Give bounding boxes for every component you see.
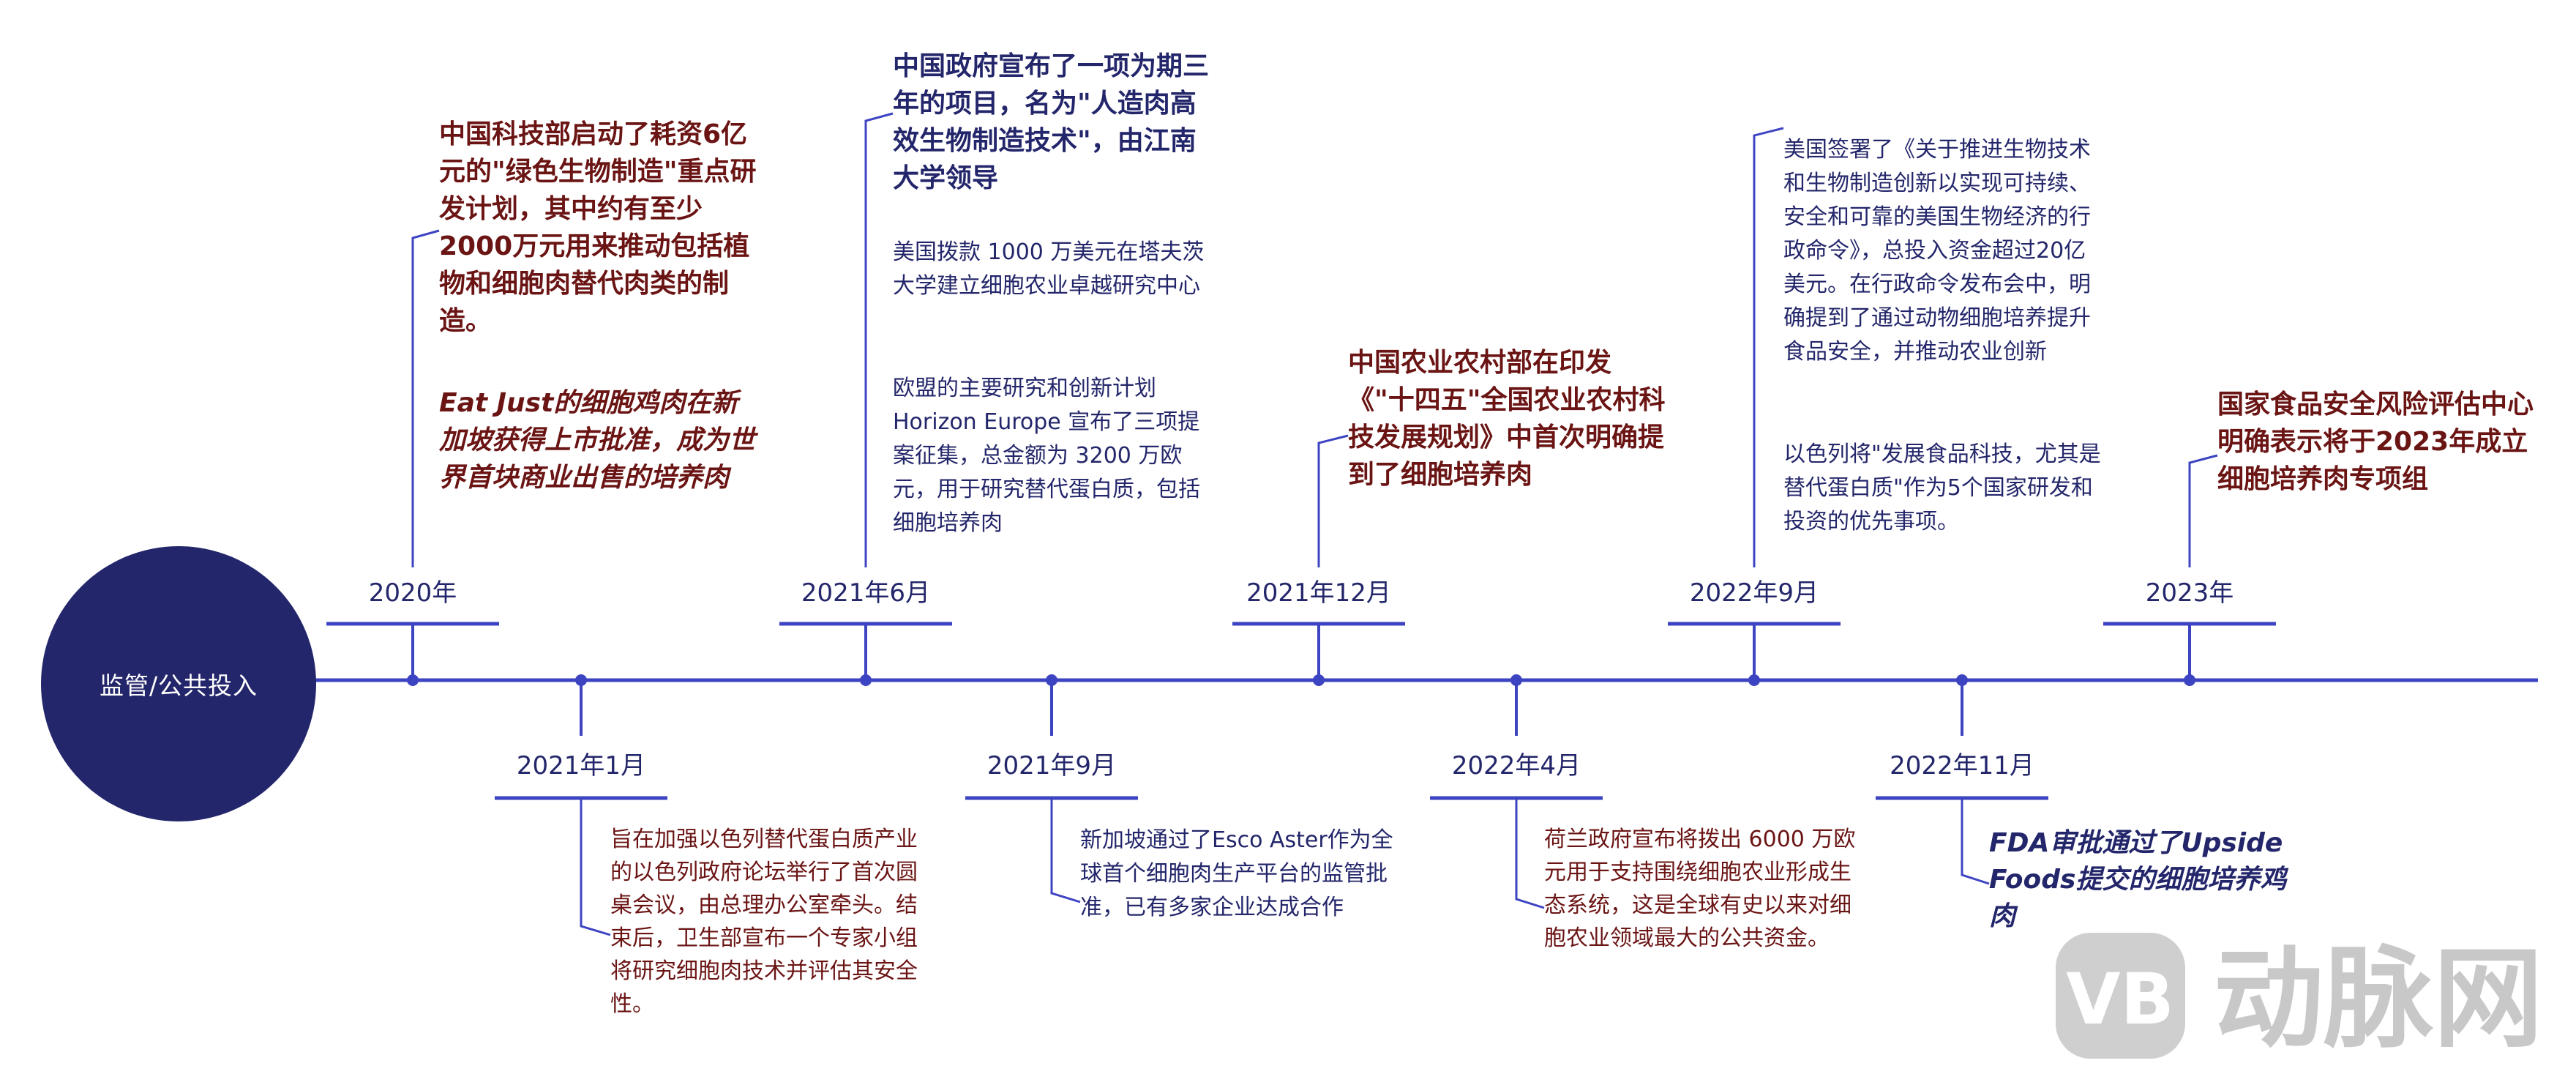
event-2021-01-text: 旨在加强以色列替代蛋白质产业的以色列政府论坛举行了首次圆桌会议，由总理办公室牵头…: [610, 827, 918, 1017]
category-label: 监管/公共投入: [99, 671, 258, 700]
date-label-2021-01: 2021年1月: [516, 751, 646, 780]
event-2020-text-2: Eat Just的细胞鸡肉在新加坡获得上市批准，成为世界首块商业出售的培养肉: [439, 388, 756, 493]
event-2021-06-text-3: 欧盟的主要研究和创新计划 Horizon Europe 宣布了三项提案征集，总金…: [893, 376, 1200, 536]
event-2022-04-text: 荷兰政府宣布将拨出 6000 万欧元用于支持围绕细胞农业形成生态系统，这是全球有…: [1544, 827, 1856, 951]
connector-above-4: [2188, 454, 2218, 567]
event-2021-12-text: 中国农业农村部在印发《"十四五"全国农业农村科技发展规划》中首次明确提到了细胞培…: [1348, 348, 1666, 490]
date-label-2022-11: 2022年11月: [1890, 751, 2034, 780]
timeline-dot-below-0: [575, 674, 587, 686]
connector-below-2: [1515, 798, 1545, 909]
date-label-2022-09: 2022年9月: [1689, 578, 1819, 608]
timeline-dot-above-4: [2184, 674, 2195, 686]
date-label-2021-09: 2021年9月: [986, 751, 1117, 780]
category-circle: 监管/公共投入: [41, 546, 316, 821]
event-2021-09-text: 新加坡通过了Esco Aster作为全球首个细胞肉生产平台的监管批准，已有多家企…: [1080, 827, 1393, 920]
timeline-dot-above-1: [860, 674, 872, 686]
date-label-2023: 2023年: [2145, 578, 2234, 608]
connector-below-1: [1050, 798, 1081, 903]
connector-above-2: [1317, 434, 1349, 567]
connector-above-1: [864, 112, 894, 567]
event-2022-09-text-1: 美国签署了《关于推进生物技术和生物制造创新以实现可持续、安全和可靠的美国生物经济…: [1783, 137, 2091, 365]
connector-below-0: [580, 798, 611, 936]
timeline-dot-below-1: [1046, 674, 1057, 686]
connector-above-0: [411, 229, 440, 567]
connector-below-3: [1961, 798, 1990, 885]
date-label-2020: 2020年: [368, 578, 457, 608]
watermark-logo-text: VB: [2066, 958, 2174, 1040]
timeline-dot-above-0: [407, 674, 419, 686]
event-2020-text-1: 中国科技部启动了耗资6亿元的"绿色生物制造"重点研发计划，其中约有至少2000万…: [439, 119, 757, 336]
connector-above-3: [1753, 127, 1784, 567]
date-label-2022-04: 2022年4月: [1451, 751, 1581, 780]
timeline-dot-below-2: [1510, 674, 1522, 686]
timeline-dot-below-3: [1956, 674, 1968, 686]
event-2022-09-text-2: 以色列将"发展食品科技，尤其是替代蛋白质"作为5个国家研发和投资的优先事项。: [1783, 441, 2101, 534]
event-2021-06-text-2: 美国拨款 1000 万美元在塔夫茨大学建立细胞农业卓越研究中心: [893, 239, 1205, 299]
date-label-2021-12: 2021年12月: [1246, 578, 1391, 608]
timeline-dot-above-3: [1748, 674, 1760, 686]
event-2021-06-text-1: 中国政府宣布了一项为期三年的项目，名为"人造肉高效生物制造技术"，由江南大学领导: [893, 51, 1210, 193]
date-label-2021-06: 2021年6月: [801, 578, 931, 608]
event-2023-text: 国家食品安全风险评估中心明确表示将于2023年成立细胞培养肉专项组: [2217, 390, 2534, 494]
watermark-text: 动脉网: [2214, 936, 2544, 1063]
watermark-logo-icon: VB: [2056, 933, 2185, 1059]
timeline-dot-above-2: [1313, 674, 1325, 686]
event-2022-11-text: FDA审批通过了Upside Foods提交的细胞培养鸡肉: [1989, 828, 2287, 931]
